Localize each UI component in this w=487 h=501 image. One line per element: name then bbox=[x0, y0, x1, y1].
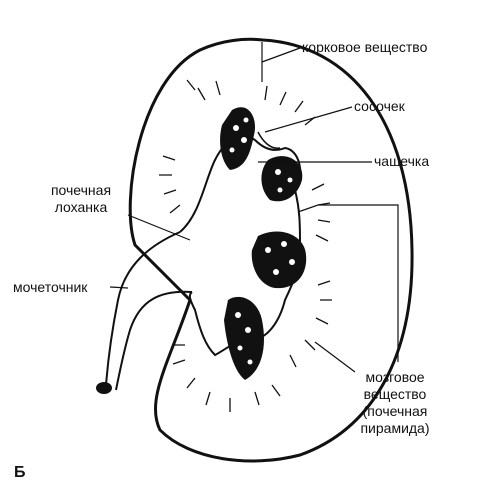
pyramid-upper bbox=[220, 107, 256, 170]
leader-lines bbox=[109, 42, 399, 373]
cortex-label: корковое вещество bbox=[302, 39, 428, 55]
pelvis-label-line2: лоханка bbox=[54, 199, 108, 215]
medulla-label-line3: (почечная bbox=[362, 403, 428, 419]
kidney-outline bbox=[128, 37, 414, 463]
medulla-label-line2: вещество bbox=[363, 386, 427, 402]
medulla-hatching bbox=[159, 79, 332, 412]
ureter-tube bbox=[105, 231, 193, 391]
pelvis-label-line1: почечная bbox=[50, 182, 112, 198]
pelvis-label: почечная лоханка bbox=[26, 182, 136, 216]
ureter-end bbox=[96, 382, 112, 394]
medulla-label-line4: пирамида) bbox=[360, 420, 430, 436]
pyramid-lower bbox=[224, 296, 265, 380]
pyramid-texture bbox=[229, 117, 295, 365]
panel-letter: Б bbox=[14, 464, 26, 481]
papilla-label: сосочек bbox=[354, 98, 405, 114]
medulla-label: мозговое вещество (почечная пирамида) bbox=[335, 369, 455, 437]
papilla-marker bbox=[257, 131, 281, 149]
pyramid-middle bbox=[251, 231, 307, 289]
ureter-label: мочеточник bbox=[13, 279, 88, 295]
pyramid-middle-upper bbox=[261, 156, 303, 202]
medulla-label-line1: мозговое bbox=[365, 369, 425, 385]
calyx-label: чашечка bbox=[374, 153, 430, 169]
